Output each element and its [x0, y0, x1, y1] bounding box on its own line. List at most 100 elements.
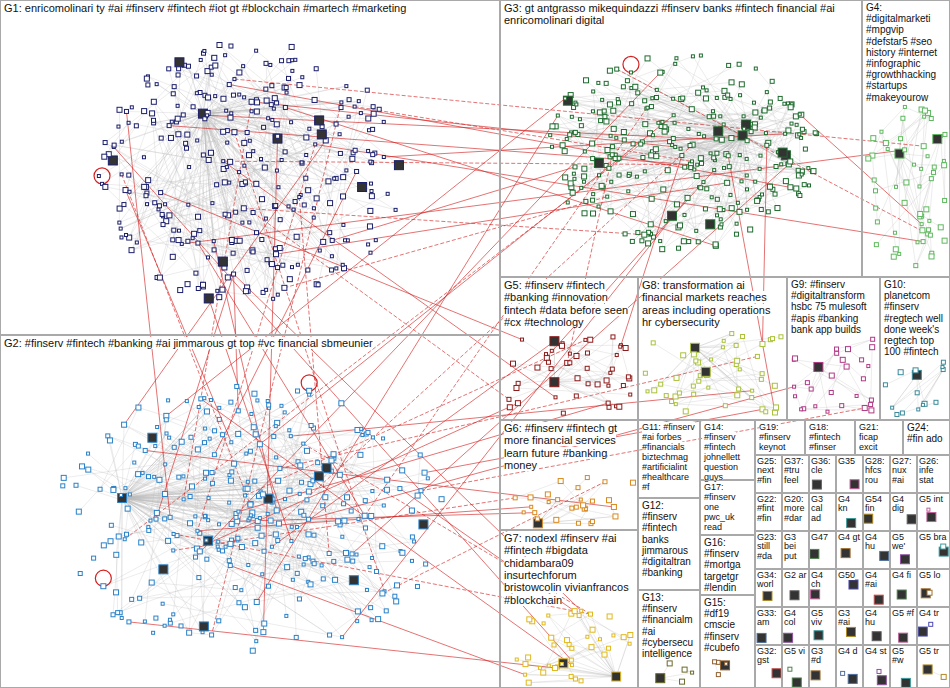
vertex-icon	[759, 154, 762, 157]
tie-line	[872, 156, 877, 222]
vertex-icon	[225, 166, 228, 169]
tie-line	[654, 348, 695, 391]
vertex-icon	[563, 175, 568, 180]
vertex-icon	[918, 211, 923, 216]
tie-line	[105, 58, 214, 143]
vertex-icon	[123, 188, 128, 193]
tie-line	[191, 437, 204, 626]
vertex-icon	[690, 160, 693, 163]
vertex-icon	[281, 263, 285, 267]
vertex-icon	[195, 92, 198, 95]
tie-line	[122, 498, 202, 632]
vertex-icon	[872, 178, 876, 182]
tie-line	[203, 114, 248, 292]
vertex-icon	[717, 207, 722, 212]
vertex-icon	[549, 134, 552, 137]
vertex-icon	[273, 204, 278, 209]
vertex-icon	[766, 210, 770, 214]
vertices	[61, 43, 948, 688]
tie-line	[122, 391, 309, 498]
tie-line	[724, 124, 744, 125]
vertex-icon	[899, 137, 903, 141]
vertex-icon	[203, 117, 207, 121]
tie-line	[203, 88, 286, 114]
tie-line	[122, 391, 309, 498]
cross-group-line	[212, 102, 342, 635]
vertex-icon	[675, 57, 678, 60]
cross-group-line	[129, 622, 555, 668]
tie-line	[610, 71, 808, 168]
vertex-icon	[283, 105, 287, 109]
vertex-icon	[220, 287, 225, 292]
vertex-icon	[287, 277, 292, 282]
vertex-icon	[162, 492, 167, 497]
vertex-icon	[664, 220, 667, 223]
tie-line	[571, 660, 616, 676]
tie-line	[562, 648, 609, 664]
vertex-icon	[592, 90, 595, 93]
vertex-icon	[328, 231, 332, 235]
vertex-icon	[210, 73, 213, 76]
vertex-icon	[578, 118, 581, 121]
cross-group-line	[352, 164, 789, 554]
tie-line	[102, 184, 144, 187]
tie-line	[108, 436, 122, 498]
vertex-icon	[199, 58, 202, 61]
tie-line	[695, 348, 752, 398]
vertex-icon	[221, 96, 226, 101]
vertex-icon	[269, 262, 274, 267]
vertex-icon	[570, 115, 573, 118]
vertex-icon	[764, 132, 767, 135]
tie-line	[881, 107, 904, 132]
vertex-icon	[651, 97, 654, 100]
tie-line	[253, 494, 300, 651]
vertex-icon	[566, 201, 569, 204]
vertex-icon	[182, 475, 185, 478]
vertex-icon	[242, 65, 245, 68]
vertex-icon	[605, 148, 610, 153]
vertex-icon	[649, 105, 653, 109]
vertex-icon	[784, 132, 787, 135]
vertex-icon	[238, 171, 241, 174]
tie-line	[676, 395, 738, 404]
vertex-icon	[768, 106, 772, 110]
vertex-icon	[102, 154, 107, 159]
tie-line	[124, 425, 229, 475]
vertex-icon	[719, 218, 722, 221]
vertex-icon	[146, 83, 150, 87]
tie-line	[319, 476, 344, 520]
tie-line	[723, 347, 739, 389]
vertex-icon	[898, 252, 901, 255]
vertex-icon	[681, 239, 686, 244]
vertex-icon	[181, 113, 185, 117]
vertex-icon	[802, 183, 806, 187]
vertex-icon	[712, 156, 716, 160]
vertex-icon	[138, 596, 142, 600]
vertex-icon	[665, 168, 670, 173]
vertex-icon	[142, 156, 145, 159]
vertex-icon	[788, 185, 793, 190]
tie-line	[704, 340, 771, 375]
vertex-icon	[118, 221, 121, 224]
vertex-icon	[617, 101, 621, 105]
vertex-icon	[659, 240, 662, 243]
tie-line	[695, 348, 752, 398]
vertex-icon	[224, 54, 227, 57]
vertex-icon	[418, 453, 422, 457]
vertex-icon	[212, 248, 216, 252]
cross-group-line	[182, 150, 905, 244]
vertex-icon	[232, 130, 237, 135]
vertex-icon	[172, 85, 176, 89]
vertex-icon	[726, 154, 730, 158]
vertex-icon	[904, 180, 909, 185]
vertex-icon	[358, 183, 367, 192]
vertex-icon	[799, 112, 804, 117]
tie-line	[562, 346, 598, 385]
tie-line	[794, 387, 811, 389]
vertex-icon	[745, 139, 749, 143]
vertex-icon	[371, 153, 375, 157]
vertex-icon	[754, 180, 757, 183]
vertex-icon	[681, 96, 685, 100]
vertex-icon	[272, 297, 275, 300]
vertex-icon	[607, 102, 612, 107]
